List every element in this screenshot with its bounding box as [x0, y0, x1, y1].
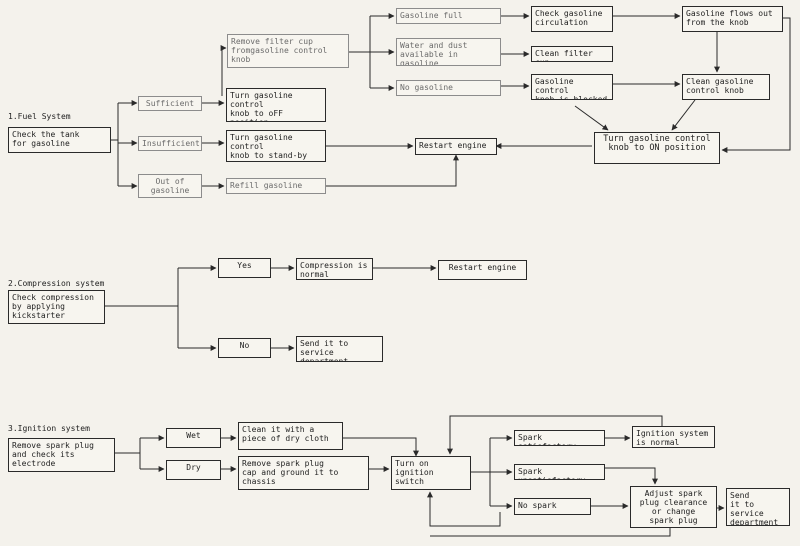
insufficient-box: Insufficient	[138, 136, 202, 151]
remove-spark-plug-box: Remove spark plug and check its electrod…	[8, 438, 115, 472]
compression-yes-box: Yes	[218, 258, 271, 278]
check-circulation-box: Check gasoline circulation	[531, 6, 613, 32]
knob-blocked-box: Gasoline control knob is blocked	[531, 74, 613, 100]
send-service-box-ignition: Send it to service department	[726, 488, 790, 526]
sufficient-box: Sufficient	[138, 96, 202, 111]
section-title-compression: 2.Compression system	[8, 279, 105, 288]
clean-filter-cup-box: Clean filter cup	[531, 46, 613, 62]
restart-engine-box-fuel: Restart engine	[415, 138, 497, 155]
wet-box: Wet	[166, 428, 221, 448]
check-compression-box: Check compression by applying kickstarte…	[8, 290, 105, 324]
section-title-ignition: 3.Ignition system	[8, 424, 90, 433]
spark-unsatisfactory-box: Spark unsatisfactory	[514, 464, 605, 480]
check-tank-box: Check the tank for gasoline	[8, 127, 111, 153]
section-title-fuel: 1.Fuel System	[8, 112, 71, 121]
clean-knob-box: Clean gasoline control knob	[682, 74, 770, 100]
turn-on-ignition-box: Turn on ignition switch	[391, 456, 471, 490]
no-gasoline-box: No gasoline	[396, 80, 501, 96]
refill-gasoline-box: Refill gasoline	[226, 178, 326, 194]
turn-knob-standby-box: Turn gasoline control knob to stand-by p…	[226, 130, 326, 162]
gasoline-full-box: Gasoline full	[396, 8, 501, 24]
spark-satisfactory-box: Spark satisfactory	[514, 430, 605, 446]
compression-normal-box: Compression is normal	[296, 258, 373, 280]
ignition-normal-box: Ignition system is normal	[632, 426, 715, 448]
gasoline-flows-out-box: Gasoline flows out from the knob	[682, 6, 783, 32]
no-spark-box: No spark	[514, 498, 591, 515]
remove-plug-cap-box: Remove spark plug cap and ground it to c…	[238, 456, 369, 490]
turn-knob-off-box: Turn gasoline control knob to oFF positi…	[226, 88, 326, 122]
clean-dry-cloth-box: Clean it with a piece of dry cloth	[238, 422, 343, 450]
send-service-box-compression: Send it to service department	[296, 336, 383, 362]
out-of-gasoline-box: Out of gasoline	[138, 174, 202, 198]
adjust-spark-plug-box: Adjust spark plug clearance or change sp…	[630, 486, 717, 528]
water-dust-box: Water and dust available in gasoline	[396, 38, 501, 66]
restart-engine-box-compression: Restart engine	[438, 260, 527, 280]
turn-knob-on-box: Turn gasoline control knob to ON positio…	[594, 132, 720, 164]
remove-filter-cup-box: Remove filter cup fromgasoline control k…	[227, 34, 349, 68]
dry-box: Dry	[166, 460, 221, 480]
compression-no-box: No	[218, 338, 271, 358]
